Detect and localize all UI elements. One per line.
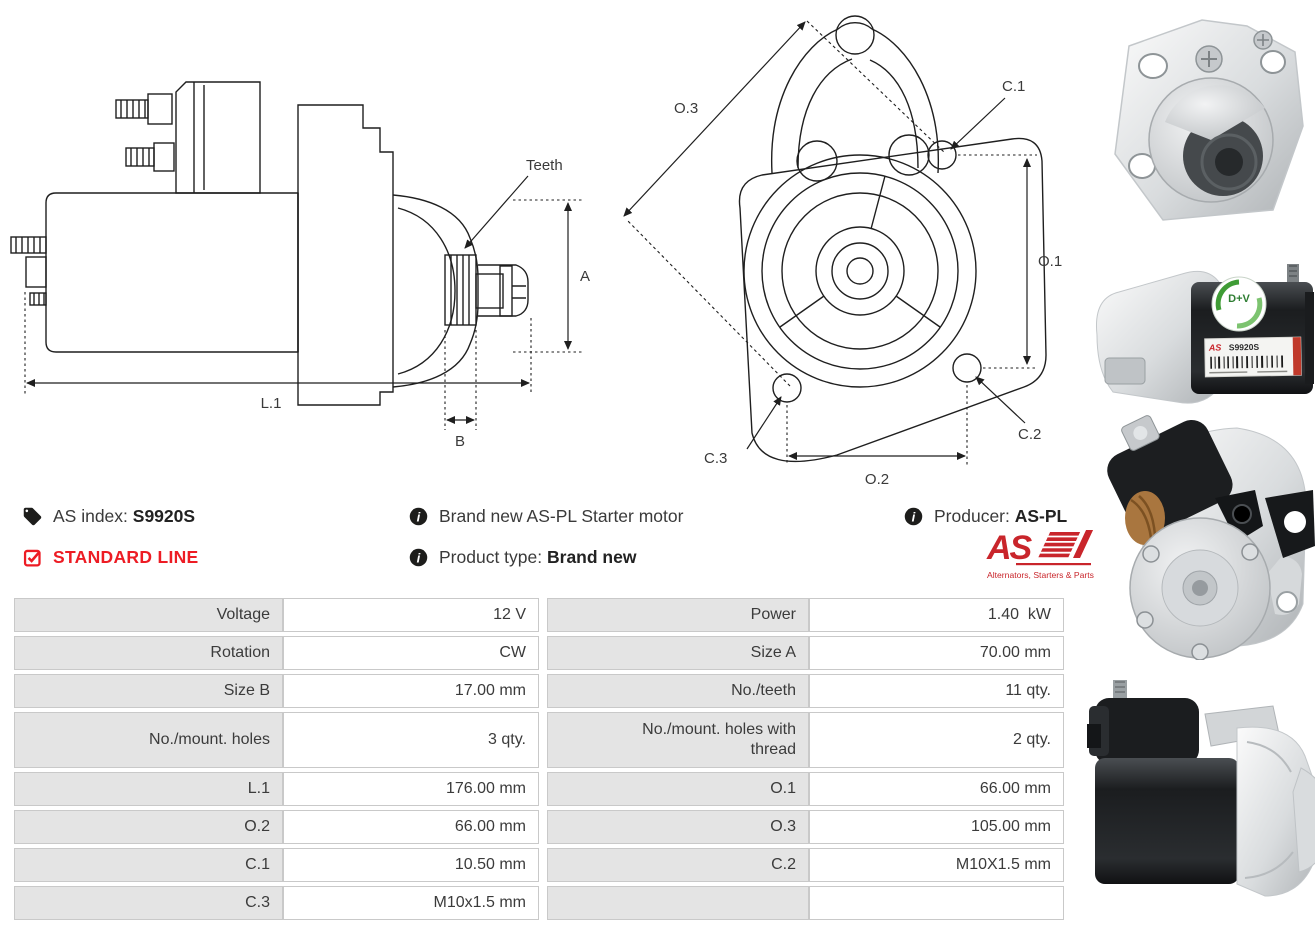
standard-line: STANDARD LINE (22, 547, 199, 568)
spec-label-cell: Power (547, 598, 809, 632)
spec-label-cell: C.3 (14, 886, 283, 920)
product-photo-flange-front[interactable] (1087, 4, 1315, 236)
spec-label-cell: O.1 (547, 772, 809, 806)
producer-text: Producer: AS-PL (934, 506, 1068, 526)
svg-text:i: i (912, 509, 916, 524)
product-type-text: Product type: Brand new (439, 547, 637, 567)
spec-value-cell: 3 qty. (283, 712, 539, 768)
front-dim-o2-label: O.2 (865, 471, 889, 488)
side-view-drawing: Teeth A L.1 B (10, 81, 590, 450)
spec-label-cell: Voltage (14, 598, 283, 632)
spec-value-cell (809, 886, 1064, 920)
product-photo-rear[interactable] (1087, 406, 1315, 660)
side-dim-l1-label: L.1 (261, 395, 282, 412)
spec-value-cell: CW (283, 636, 539, 670)
brand-new-text: Brand new AS-PL Starter motor (439, 506, 684, 526)
spec-value-cell: 176.00 mm (283, 772, 539, 806)
spec-table: Voltage 12 V Power 1.40 kW Rotation CW S… (14, 598, 1064, 920)
product-type-value: Brand new (547, 547, 637, 567)
product-type-line: i Product type: Brand new (408, 547, 636, 568)
spec-value-cell: 11 qty. (809, 674, 1064, 708)
front-view-drawing: O.3 C.1 O.1 C.2 C.3 O.2 (623, 15, 1062, 488)
front-dim-o3-label: O.3 (674, 100, 698, 117)
info-icon: i (409, 507, 428, 526)
side-dim-a-label: A (580, 268, 590, 285)
spec-label-cell: L.1 (14, 772, 283, 806)
spec-label-cell: O.2 (14, 810, 283, 844)
standard-line-label: STANDARD LINE (53, 547, 199, 567)
front-dim-c2-label: C.2 (1018, 426, 1041, 443)
spec-value-cell: 17.00 mm (283, 674, 539, 708)
photo-label-brand: AS (1208, 343, 1222, 353)
spec-value-cell: 2 qty. (809, 712, 1064, 768)
spec-label-cell: Size B (14, 674, 283, 708)
spec-value-cell: 12 V (283, 598, 539, 632)
photo-label-code: S9920S (1229, 342, 1260, 353)
side-dim-b-label: B (455, 433, 465, 450)
svg-text:i: i (417, 509, 421, 524)
spec-value-cell: 70.00 mm (809, 636, 1064, 670)
spec-value-cell: 105.00 mm (809, 810, 1064, 844)
checked-checkbox-icon (23, 549, 41, 567)
logo-as-text: AS (986, 529, 1033, 567)
info-icon: i (409, 548, 428, 567)
spec-value-cell: 66.00 mm (809, 772, 1064, 806)
spec-value-cell: 10.50 mm (283, 848, 539, 882)
as-index-line: AS index: S9920S (22, 506, 195, 527)
side-dim-teeth-label: Teeth (526, 157, 563, 174)
spec-value-cell: M10X1.5 mm (809, 848, 1064, 882)
front-dim-c1-label: C.1 (1002, 78, 1025, 95)
product-photo-side-right[interactable] (1087, 666, 1315, 930)
front-dim-c3-label: C.3 (704, 450, 727, 467)
spec-value-cell: 1.40 kW (809, 598, 1064, 632)
svg-text:i: i (417, 550, 421, 565)
brand-new-line: i Brand new AS-PL Starter motor (408, 506, 683, 527)
spec-label-cell: No./mount. holes with thread (547, 712, 809, 768)
producer-value: AS-PL (1014, 506, 1068, 526)
product-photo-side-label[interactable]: D+V AS S9920S (1087, 240, 1315, 420)
as-index-value: S9920S (132, 506, 196, 526)
producer-line: i Producer: AS-PL (903, 506, 1067, 527)
spec-label-cell: C.2 (547, 848, 809, 882)
spec-label-cell: Size A (547, 636, 809, 670)
spec-label-cell: Rotation (14, 636, 283, 670)
spec-value-cell: 66.00 mm (283, 810, 539, 844)
info-icon: i (904, 507, 923, 526)
as-index-text: AS index: S9920S (53, 506, 196, 526)
spec-label-cell: No./teeth (547, 674, 809, 708)
spec-label-cell: O.3 (547, 810, 809, 844)
spec-label-cell: No./mount. holes (14, 712, 283, 768)
photo-badge-text: D+V (1228, 293, 1250, 305)
spec-label-cell: C.1 (14, 848, 283, 882)
spec-value-cell: M10x1.5 mm (283, 886, 539, 920)
front-dim-o1-label: O.1 (1038, 253, 1062, 270)
logo-tagline: Alternators, Starters & Parts (987, 570, 1094, 580)
tag-icon (23, 507, 42, 526)
spec-label-cell (547, 886, 809, 920)
as-pl-logo: AS Alternators, Starters & Parts (986, 528, 1108, 584)
